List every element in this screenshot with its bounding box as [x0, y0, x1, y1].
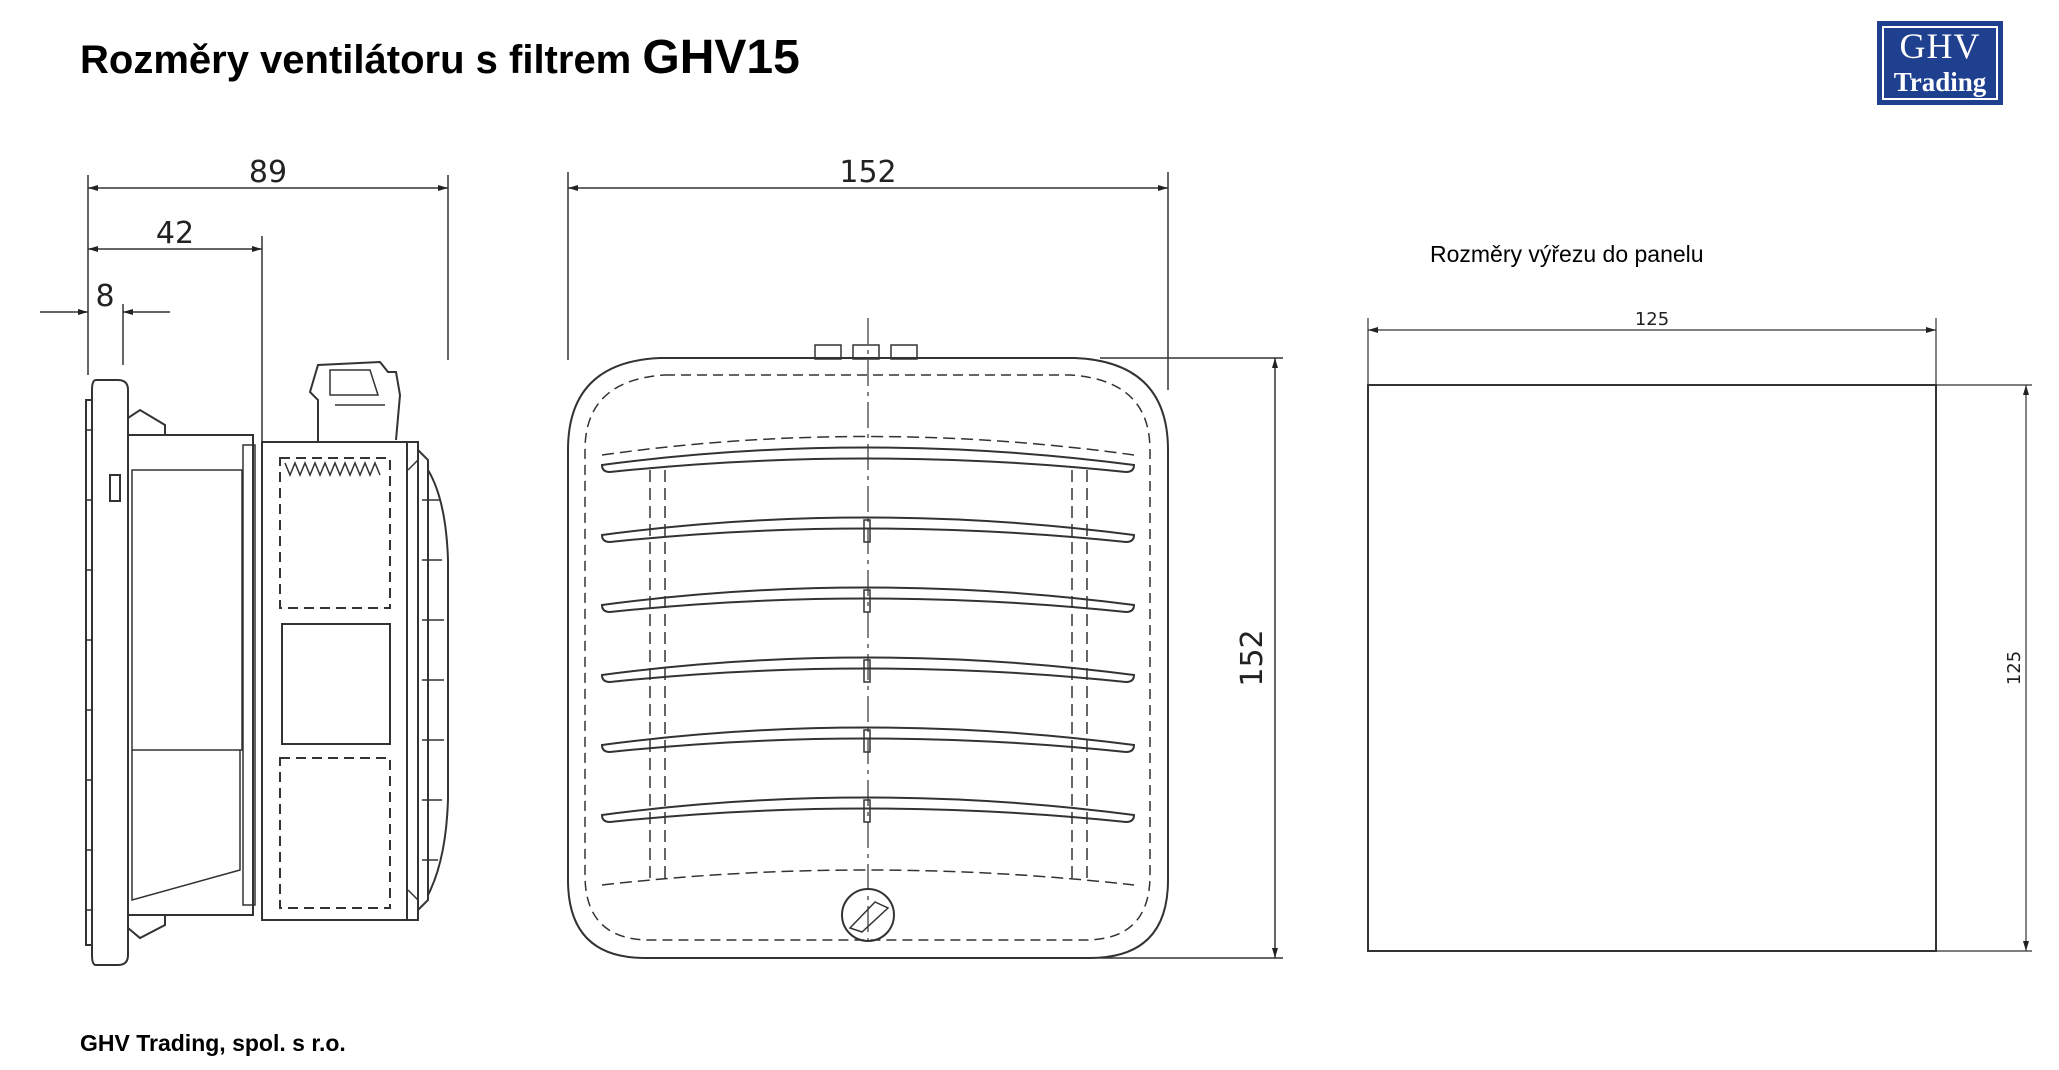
dim-height-label: 152 [1235, 629, 1270, 686]
page-title: Rozměry ventilátoru s filtrem GHV15 [80, 30, 800, 85]
footer-company: GHV Trading, spol. s r.o. [80, 1030, 346, 1056]
logo-line-1: GHV [1899, 26, 1981, 66]
dim-overall-depth-label: 89 [249, 155, 287, 190]
logo-frame [1882, 26, 1998, 100]
cutout-width-label: 125 [1635, 309, 1669, 330]
dim-body-depth-label: 42 [156, 216, 194, 251]
title-model: GHV15 [642, 31, 800, 84]
dim-flange-label: 8 [95, 279, 114, 314]
cutout-caption: Rozměry výřezu do panelu [1430, 241, 1704, 267]
dim-width-label: 152 [839, 155, 896, 190]
front-view [567, 172, 1283, 959]
side-view [40, 175, 449, 966]
cutout-height-label: 125 [2004, 651, 2025, 685]
cutout-view [1367, 318, 2032, 952]
title-text: Rozměry ventilátoru s filtrem [80, 38, 632, 82]
company-logo: GHV Trading [1877, 21, 2003, 105]
logo-line-2: Trading [1893, 67, 1987, 97]
